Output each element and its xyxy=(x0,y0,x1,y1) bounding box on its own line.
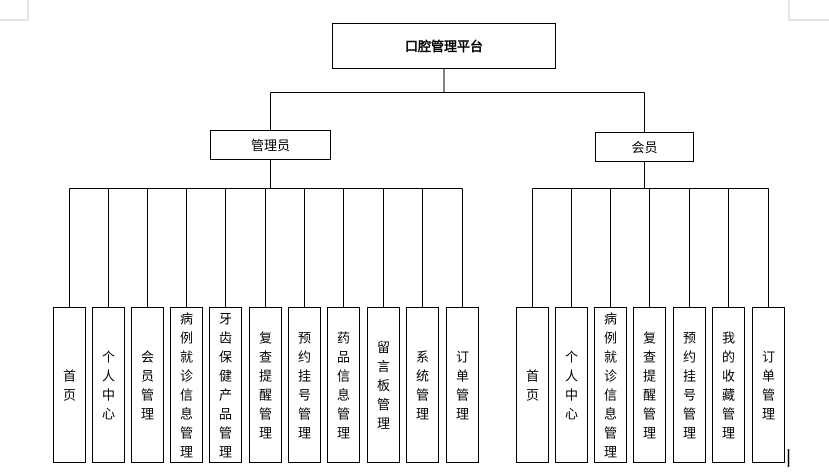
leaf-box xyxy=(406,307,439,463)
leaf-box xyxy=(249,307,282,463)
leaf-box xyxy=(288,307,321,463)
leaf-label: 预约挂号管理 xyxy=(683,332,696,442)
leaf-box xyxy=(446,307,479,463)
leaf-box xyxy=(170,307,203,463)
leaf-node: 预约挂号管理 xyxy=(673,307,706,463)
leaf-box xyxy=(673,307,706,463)
page-corner-marks xyxy=(0,0,829,21)
leaf-nodes: 首页 个人中心 会员管理 病例就诊信息管理 牙齿保健产品管理 复查提醒管理 预约挂号管理 药品… xyxy=(53,307,785,463)
leaf-label: 订单管理 xyxy=(456,351,469,423)
leaf-label: 系统管理 xyxy=(416,351,429,423)
leaf-label: 病例就诊信息管理 xyxy=(180,313,193,461)
leaf-box xyxy=(516,307,549,463)
root-label: 口腔管理平台 xyxy=(405,39,483,55)
leaf-label: 订单管理 xyxy=(762,351,775,423)
leaf-box xyxy=(752,307,785,463)
root-node: 口腔管理平台 xyxy=(332,23,556,69)
leaf-label: 牙齿保健产品管理 xyxy=(219,313,232,461)
leaf-node: 个人中心 xyxy=(555,307,588,463)
leaf-node: 首页 xyxy=(516,307,549,463)
leaf-node: 牙齿保健产品管理 xyxy=(209,307,242,463)
leaf-node: 病例就诊信息管理 xyxy=(594,307,627,463)
leaf-label: 留言板管理 xyxy=(377,341,390,432)
leaf-label: 复查提醒管理 xyxy=(643,332,656,442)
leaf-box xyxy=(131,307,164,463)
leaf-label: 个人中心 xyxy=(102,351,115,423)
leaf-node: 系统管理 xyxy=(406,307,439,463)
leaf-label: 药品信息管理 xyxy=(337,332,350,442)
leaf-box xyxy=(712,307,745,463)
leaf-node: 病例就诊信息管理 xyxy=(170,307,203,463)
leaf-node: 订单管理 xyxy=(446,307,479,463)
leaf-label: 预约挂号管理 xyxy=(298,332,311,442)
leaf-label: 我的收藏管理 xyxy=(722,332,735,442)
leaf-box xyxy=(594,307,627,463)
leaf-node: 预约挂号管理 xyxy=(288,307,321,463)
leaf-node: 复查提醒管理 xyxy=(249,307,282,463)
leaf-node: 药品信息管理 xyxy=(327,307,360,463)
leaf-node: 留言板管理 xyxy=(367,307,400,463)
leaf-label: 个人中心 xyxy=(565,351,578,423)
leaf-label: 病例就诊信息管理 xyxy=(604,313,617,461)
leaf-node: 首页 xyxy=(53,307,86,463)
leaf-box xyxy=(327,307,360,463)
leaf-box xyxy=(633,307,666,463)
leaf-box xyxy=(209,307,242,463)
group-label-member: 会员 xyxy=(631,141,657,156)
leaf-label: 会员管理 xyxy=(141,351,154,423)
leaf-label: 首页 xyxy=(526,370,539,404)
group-box-member xyxy=(595,132,694,162)
group-label-admin: 管理员 xyxy=(251,139,290,154)
leaf-node: 会员管理 xyxy=(131,307,164,463)
leaf-label: 首页 xyxy=(63,370,76,404)
leaf-node: 我的收藏管理 xyxy=(712,307,745,463)
leaf-node: 个人中心 xyxy=(92,307,125,463)
group-node-admin: 管理员 xyxy=(210,130,331,160)
leaf-node: 订单管理 xyxy=(752,307,785,463)
root-box xyxy=(332,23,556,69)
group-box-admin xyxy=(210,130,331,160)
leaf-box xyxy=(53,307,86,463)
leaf-box xyxy=(555,307,588,463)
leaf-label: 复查提醒管理 xyxy=(259,332,272,442)
leaf-box xyxy=(92,307,125,463)
leaf-box xyxy=(367,307,400,463)
leaf-node: 复查提醒管理 xyxy=(633,307,666,463)
connector-lines xyxy=(69,68,769,308)
group-node-member: 会员 xyxy=(595,132,694,162)
